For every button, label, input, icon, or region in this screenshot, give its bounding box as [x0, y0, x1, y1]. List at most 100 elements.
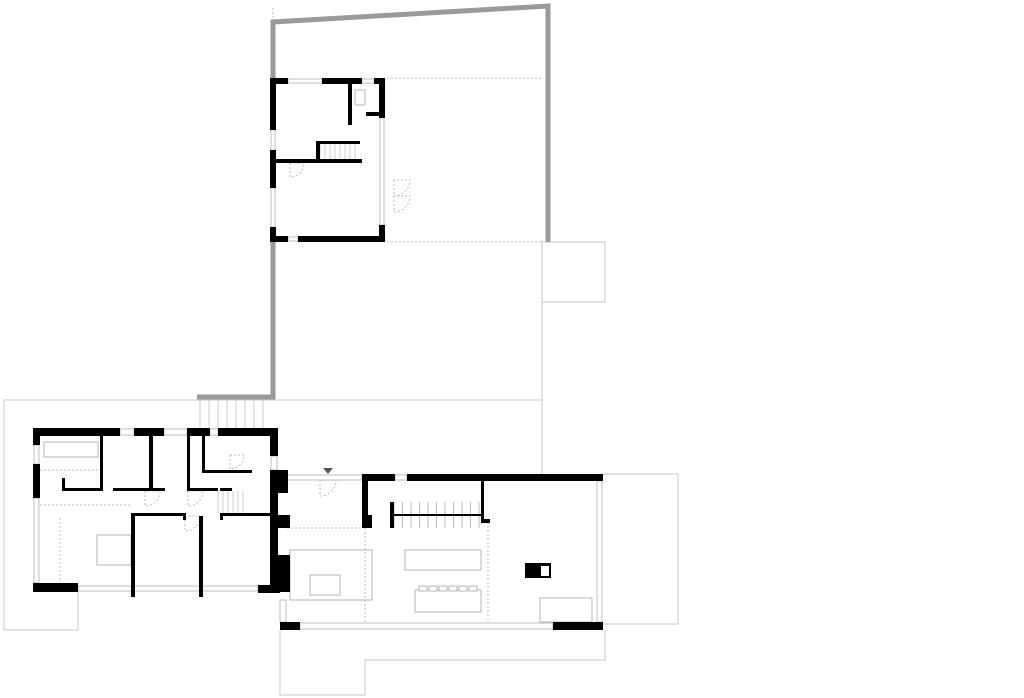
dining-chair [468, 585, 478, 592]
wall-segment [366, 112, 385, 116]
wall-segment [481, 481, 484, 522]
wall-segment [220, 513, 272, 516]
wall-segment [390, 502, 394, 528]
boundary-wall-west [197, 242, 276, 400]
window [287, 78, 323, 84]
dining-chair [438, 585, 448, 592]
wall-segment [270, 78, 276, 130]
wall-segment [187, 428, 210, 436]
door [187, 490, 204, 507]
wall-segment [33, 464, 40, 498]
wall-segment [348, 78, 352, 125]
wall-segment [270, 555, 290, 592]
sink [354, 89, 366, 106]
window [209, 428, 219, 436]
door [229, 454, 245, 470]
dining-chair [418, 585, 428, 592]
door [289, 162, 305, 178]
boundary-wall-north [270, 3, 551, 242]
wall-segment [202, 470, 252, 473]
coffee-table [309, 574, 341, 596]
wall-segment [100, 436, 103, 491]
wall-segment [202, 436, 205, 472]
dining-chair [428, 585, 438, 592]
wall-segment [62, 488, 102, 491]
wall-segment [316, 141, 320, 163]
window [596, 480, 603, 623]
wall-segment [553, 622, 603, 630]
terrace-right [603, 473, 679, 625]
wall-segment [270, 428, 278, 456]
window [270, 129, 276, 151]
window [270, 187, 276, 228]
wall-segment [316, 141, 360, 144]
wall-segment [187, 488, 218, 491]
wall-segment [270, 227, 276, 242]
window [286, 474, 363, 481]
wall-segment [134, 428, 164, 436]
furniture [40, 89, 593, 623]
dining-chair [458, 585, 468, 592]
wall-segment [362, 474, 368, 528]
wall-segment [187, 436, 190, 491]
vanity [43, 441, 99, 458]
terrace-outline-left [3, 399, 280, 631]
terrace-south [279, 630, 606, 696]
wall-segment [62, 478, 65, 491]
boundary-wall [197, 3, 551, 400]
wall-segment [270, 150, 276, 188]
wall-segment [199, 516, 203, 597]
wall-segment [394, 514, 481, 516]
window [270, 455, 278, 471]
window [379, 117, 385, 226]
window [77, 585, 259, 592]
windows [33, 78, 603, 630]
wall-segment [33, 583, 78, 592]
wall-segment [218, 428, 278, 436]
dining-chair [448, 585, 458, 592]
window [33, 497, 40, 584]
wall-segment [149, 436, 153, 491]
window [361, 78, 375, 84]
window [287, 236, 299, 242]
wall-segment [258, 585, 280, 593]
door [184, 515, 201, 532]
wall-segment [33, 428, 120, 436]
wall-segment [220, 513, 223, 520]
wall-segment [362, 474, 395, 481]
wall-segment [113, 488, 133, 491]
flue-opening [541, 566, 549, 576]
wall-segment [280, 474, 287, 490]
window [279, 599, 287, 623]
window [163, 428, 188, 436]
wall-segment [481, 519, 490, 523]
kitchen-island [404, 549, 482, 571]
walls [33, 78, 603, 630]
dining-table [414, 589, 482, 613]
window [299, 622, 554, 630]
wall-segment [270, 236, 288, 242]
patio-door [393, 179, 411, 197]
door [144, 490, 161, 507]
entrance-door [319, 479, 337, 497]
wall-segment [322, 78, 362, 84]
window [33, 444, 40, 465]
wall-segment [220, 488, 232, 491]
terrace-annex [541, 241, 606, 303]
bed [96, 534, 132, 566]
wall-segment [131, 513, 135, 597]
wall-segment [379, 78, 385, 118]
wall-segment [270, 78, 288, 84]
wall-segment [407, 474, 603, 481]
patio-door [393, 195, 411, 213]
entrance-marker [323, 468, 333, 474]
wall-segment [379, 225, 385, 242]
window [394, 474, 408, 481]
window [119, 428, 135, 436]
wall-segment [280, 622, 300, 630]
wall-segment [298, 236, 385, 242]
wall-segment [131, 488, 165, 491]
wall-segment [131, 513, 183, 516]
wall-segment [365, 515, 372, 528]
